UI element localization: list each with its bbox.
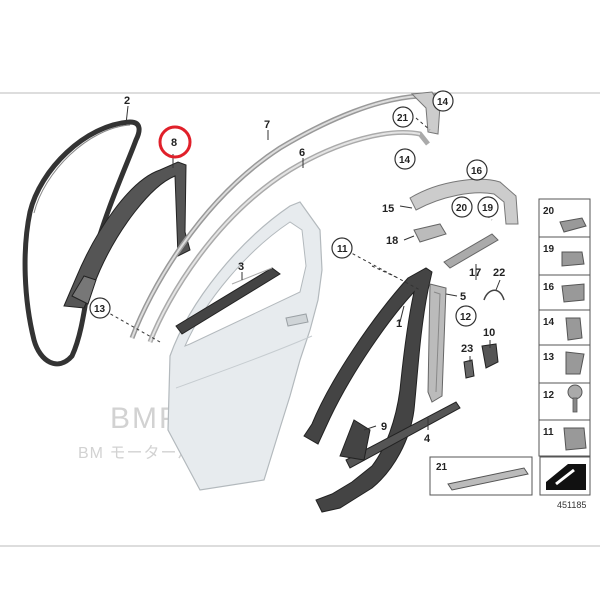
legend-frame: [538, 198, 591, 457]
callout-19: 19: [482, 203, 494, 214]
fastener-21-icon: [447, 467, 529, 491]
callout-8: 8: [171, 137, 177, 149]
rear-seal-1: [303, 267, 433, 513]
callout-12: 12: [460, 312, 472, 323]
legend-label-14: 14: [543, 317, 555, 328]
callout-10: 10: [483, 327, 495, 339]
legend-label-13: 13: [543, 352, 555, 363]
callout-14a-circle: [432, 90, 454, 112]
pillar-trim-5-inner: [433, 291, 441, 393]
callout-21a-circle: [392, 106, 414, 128]
door-seal-2-inner: [33, 124, 131, 214]
callout-11: 11: [337, 244, 348, 255]
strip-17: [443, 233, 499, 269]
door-seal-2: [22, 119, 142, 367]
callout-23: 23: [461, 343, 473, 355]
callout-14b: 14: [399, 155, 411, 166]
callout-16: 16: [471, 166, 483, 177]
callout-8-highlight-ring: [158, 125, 192, 159]
callout-13: 13: [94, 304, 106, 315]
legend-bottom-label-21: 21: [436, 462, 448, 473]
clip-18: [413, 223, 447, 243]
callout-14a: 14: [437, 97, 449, 108]
diagram-code: 451185: [557, 500, 586, 510]
callout-22: 22: [493, 267, 505, 279]
callout-1: 1: [396, 318, 402, 330]
callout-20: 20: [456, 203, 468, 214]
clip-23: [463, 359, 475, 379]
belt-strip-3: [175, 267, 281, 335]
roof-trim-7-edge: [131, 95, 421, 339]
rear-frame-16: [409, 178, 519, 225]
belt-strip-3b: [231, 267, 273, 285]
callout-5: 5: [460, 291, 466, 303]
corner-trim-8: [71, 275, 97, 305]
callout-11-circle: [331, 237, 353, 259]
callout-17: 17: [469, 267, 481, 279]
callout-3: 3: [238, 261, 244, 273]
parts-legend: 20 19 16 14 13 12 11 21: [429, 198, 591, 496]
callout-18: 18: [386, 235, 398, 247]
legend-label-11: 11: [543, 427, 554, 438]
callout-2: 2: [124, 95, 130, 107]
clip-16-icon: [561, 283, 585, 303]
roof-trim-6-edge: [149, 131, 421, 343]
callout-15: 15: [382, 203, 394, 215]
callout-16-circle: [466, 159, 488, 181]
callout-9: 9: [381, 421, 387, 433]
door-crease: [175, 335, 313, 389]
clip-20-icon: [559, 217, 587, 233]
callouts: 2 8 7 6 21 14 14 16 15 20 19 18 11 3 17 …: [89, 90, 505, 445]
callout-7: 7: [264, 119, 270, 131]
clip-14-icon: [565, 317, 583, 341]
callout-19-circle: [477, 196, 499, 218]
solid-leaders: [125, 105, 501, 431]
callout-20-circle: [451, 196, 473, 218]
screw-12-shaft-icon: [572, 397, 578, 413]
clip-11-icon: [563, 427, 587, 451]
callout-12-circle: [455, 305, 477, 327]
clip-10: [481, 343, 499, 369]
legend-label-20: 20: [543, 206, 555, 217]
callout-14b-circle: [394, 148, 416, 170]
legend-label-12: 12: [543, 390, 555, 401]
leader-lines: [99, 117, 493, 343]
clip-19-icon: [561, 251, 585, 267]
legend-label-19: 19: [543, 244, 555, 255]
arrow-symbol-stripe-icon: [555, 468, 575, 486]
callout-13-circle: [89, 297, 111, 319]
wire-22: [483, 289, 505, 301]
lower-strip-4: [345, 401, 461, 469]
screw-12-head-icon: [567, 384, 583, 400]
callout-6: 6: [299, 147, 305, 159]
callout-4: 4: [424, 433, 431, 445]
window-channel-8: [63, 161, 191, 309]
triangle-trim-9: [339, 419, 371, 461]
door-handle: [285, 313, 309, 327]
legend-label-16: 16: [543, 282, 555, 293]
callout-21a: 21: [397, 113, 409, 124]
clip-13-icon: [565, 351, 585, 375]
pillar-trim-5: [427, 283, 447, 403]
